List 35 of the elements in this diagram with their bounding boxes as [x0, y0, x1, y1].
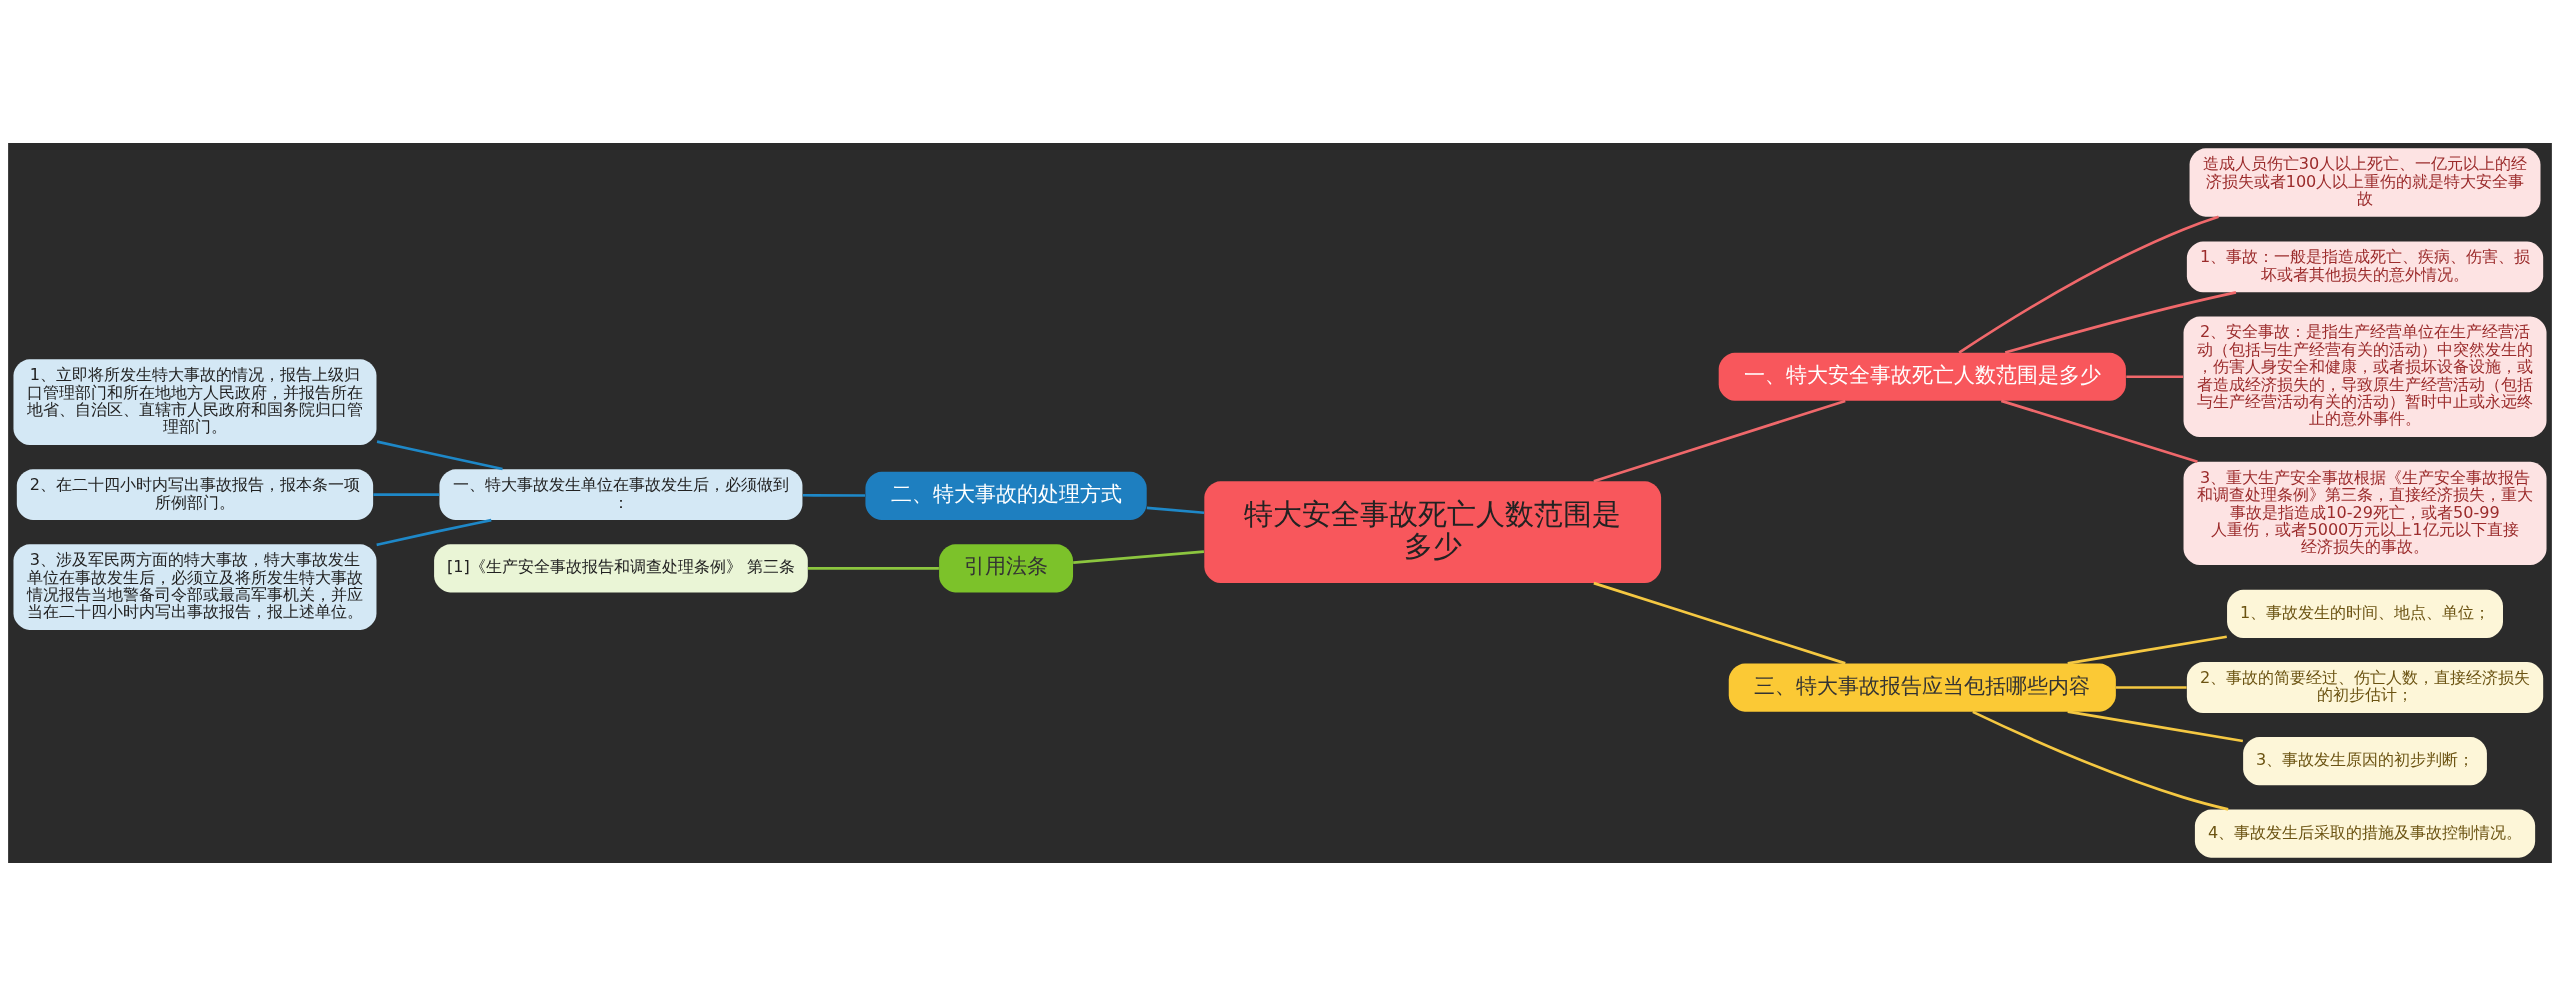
- connector: [1972, 710, 2229, 811]
- connector: [1073, 550, 1204, 565]
- connector: [2000, 399, 2198, 464]
- connector: [807, 566, 939, 570]
- connector: [1958, 215, 2219, 354]
- node-box: 特大安全事故死亡人数范围是多少: [1204, 481, 1662, 584]
- node-box: 造成人员伤亡30人以上死亡、一亿元以上的经济损失或者100人以上重伤的就是特大安全事故: [2189, 148, 2541, 217]
- node-box: 1、事故：一般是指造成死亡、疾病、伤害、损坏或者其他损失的意外情况。: [2186, 241, 2544, 293]
- node-box: 3、事故发生原因的初步判断；: [2243, 737, 2487, 786]
- connector: [2126, 375, 2184, 379]
- connector: [2067, 710, 2244, 743]
- node-box: 2、事故的简要经过、伤亡人数，直接经济损失的初步估计；: [2186, 662, 2544, 713]
- connector: [373, 493, 440, 496]
- node-box: 1、立即将所发生特大事故的情况，报告上级归口管理部门和所在地地方人民政府，并报告所在地省、自治区、直辖市人民政府和国务院归口管理部门。: [13, 359, 377, 446]
- node-box: 一、特大安全事故死亡人数范围是多少: [1718, 352, 2126, 401]
- node-box: 二、特大事故的处理方式: [865, 471, 1147, 521]
- connector: [1593, 399, 1846, 483]
- node-box: 2、安全事故：是指生产经营单位在生产经营活动（包括与生产经营有关的活动）中突然发生的，伤害人身安全和健康，或者损坏设备设施，或者造成经济损失的，导致原生产经营活动（包括与生产经营活动有关的活动）暂时中止或永远终止的意外事件。: [2183, 316, 2547, 438]
- node-box: 一、特大事故发生单位在事故发生后，必须做到：: [439, 469, 803, 521]
- node-box: 三、特大事故报告应当包括哪些内容: [1728, 663, 2116, 712]
- connector: [1593, 581, 1846, 665]
- node-box: 4、事故发生后采取的措施及事故控制情况。: [2194, 809, 2536, 858]
- node-box: 3、涉及军民两方面的特大事故，特大事故发生单位在事故发生后，必须立及将所发生特大事故情况报告当地警备司令部或最高军事机关，并应当在二十四小时内写出事故报告，报上述单位。: [13, 544, 377, 630]
- node-box: 2、在二十四小时内写出事故报告，报本条一项所例部门。: [16, 469, 374, 521]
- connector: [2067, 635, 2227, 665]
- node-box: 引用法条: [939, 544, 1074, 593]
- node-box: [1]《生产安全事故报告和调查处理条例》 第三条: [434, 544, 808, 593]
- connector: [1146, 506, 1205, 515]
- connector: [376, 518, 492, 547]
- connector: [376, 440, 503, 471]
- connector: [2004, 291, 2237, 354]
- connector: [2116, 686, 2187, 689]
- node-box: 1、事故发生的时间、地点、单位；: [2227, 589, 2503, 638]
- connector: [802, 493, 866, 497]
- node-box: 3、重大生产安全事故根据《生产安全事故报告和调查处理条例》第三条，直接经济损失，重大事故是指造成10-29死亡，或者50-99人重伤，或者5000万元以上1亿元以下直接经济损失的事故。: [2183, 461, 2547, 565]
